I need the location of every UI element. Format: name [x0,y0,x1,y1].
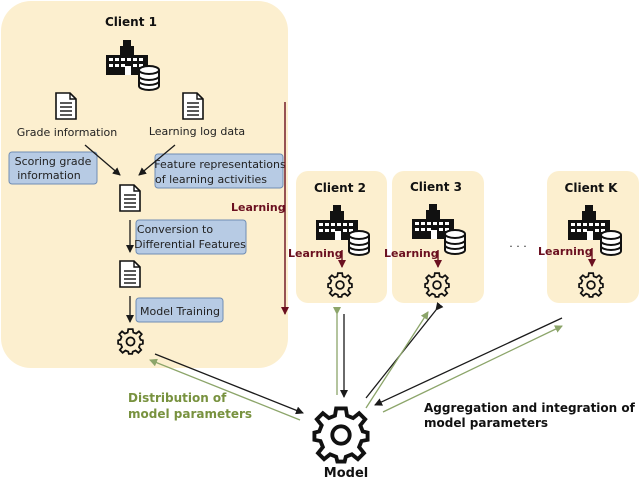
log-document-icon [182,92,204,120]
learning-label: Learning [231,201,286,214]
grade-document-icon [55,92,77,120]
feature-note-line1: Feature representations [154,158,286,171]
learning-label: Learning [538,245,593,258]
distribution-label-line1: Distribution of [128,391,227,405]
distribution-label-line2: model parameters [128,407,252,421]
conversion-note-line1: Conversion to [137,223,213,236]
client-2-title: Client 2 [314,181,366,195]
model-label: Model [324,466,368,479]
feature-note [154,153,284,189]
arrow-icon [84,144,121,176]
model-gear-icon [312,406,370,464]
client-k-title: Client K [565,181,619,195]
client-1-panel [1,1,288,368]
conversion-note [135,219,247,255]
learning-label: Learning [384,247,439,260]
scoring-note-line2: information [17,169,81,182]
upload-arrow [154,353,304,415]
learning-label: Learning [288,247,343,260]
scoring-note [8,151,98,185]
ellipsis: · · · [509,240,526,253]
merged-document-icon [119,184,141,212]
distribution-arrow [149,358,301,421]
client-3-title: Client 3 [410,180,462,194]
learning-log-label: Learning log data [149,125,245,138]
differential-document-icon [119,260,141,288]
arrow-icon [138,144,176,176]
grade-information-label: Grade information [17,126,118,139]
model-training-note [135,297,224,323]
client-1-title: Client 1 [105,15,157,29]
model-training-label: Model Training [140,305,220,318]
aggregation-label-line2: model parameters [424,416,548,430]
aggregation-label-line1: Aggregation and integration of [424,401,636,415]
distribution-arrow [365,311,429,409]
conversion-note-line2: Differential Features [134,238,246,251]
scoring-note-line1: Scoring grade [15,155,92,168]
feature-note-line2: of learning activities [155,173,267,186]
distribution-arrow [382,325,563,413]
upload-arrow [374,317,563,406]
